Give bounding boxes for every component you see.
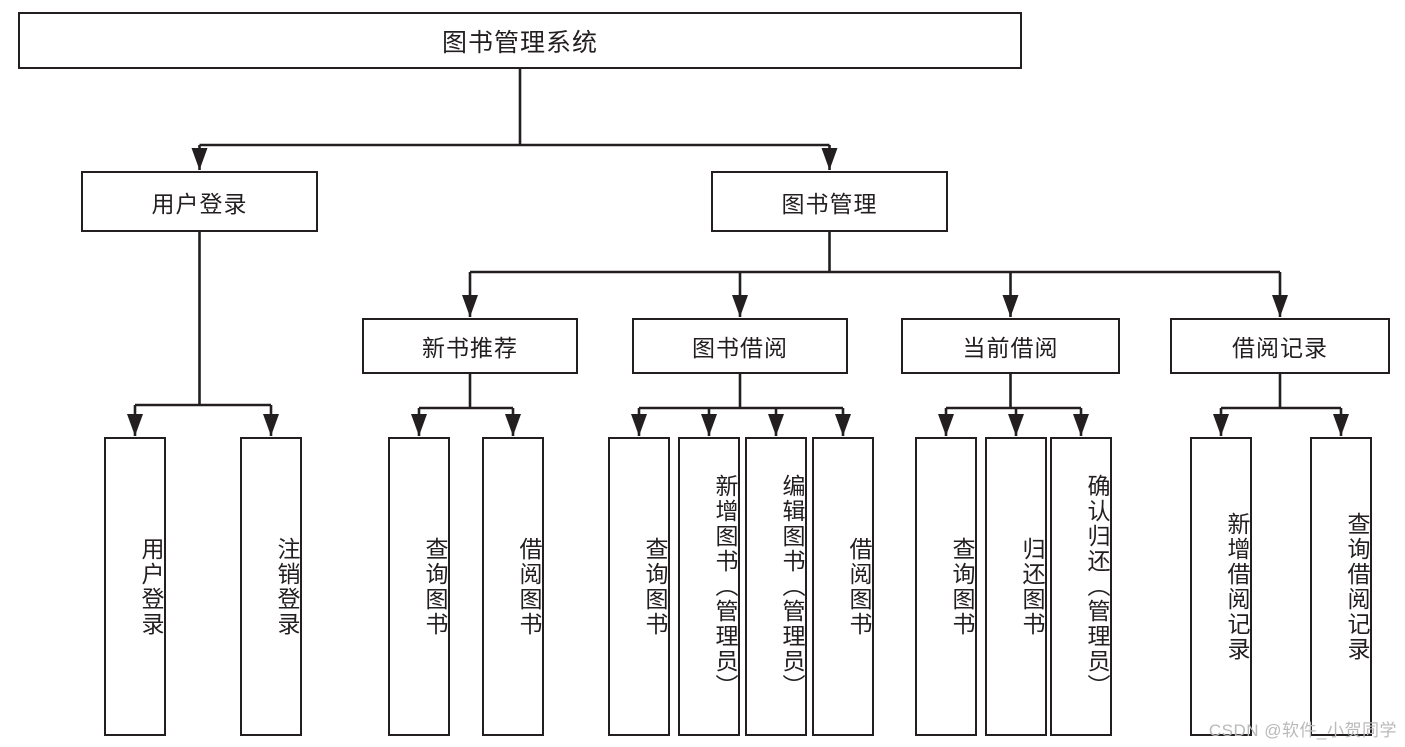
node-label: 注销登录: [274, 536, 300, 637]
node-leaf-12[interactable]: 查询借阅记录: [1310, 437, 1372, 736]
node-leaf-11[interactable]: 新增借阅记录: [1190, 437, 1252, 736]
node-label: 查询借阅记录: [1344, 511, 1370, 662]
node-label: 查询图书: [642, 536, 668, 637]
node-label: 当前借阅: [962, 335, 1059, 361]
node-level3-0[interactable]: 新书推荐: [362, 318, 578, 374]
node-label: 查询图书: [949, 536, 975, 637]
node-label: 新增借阅记录: [1224, 511, 1250, 662]
node-level3-3[interactable]: 借阅记录: [1170, 318, 1390, 374]
node-label: 新增图书（管理员）: [712, 474, 738, 699]
node-leaf-2[interactable]: 查询图书: [388, 437, 450, 736]
node-level2-1[interactable]: 图书管理: [711, 171, 948, 232]
node-leaf-5[interactable]: 新增图书（管理员）: [678, 437, 740, 736]
node-level2-0[interactable]: 用户登录: [81, 171, 318, 232]
node-leaf-1[interactable]: 注销登录: [240, 437, 302, 736]
node-label: 归还图书: [1019, 536, 1045, 637]
node-leaf-0[interactable]: 用户登录: [104, 437, 166, 736]
node-label: 图书借阅: [692, 335, 788, 361]
node-label: 用户登录: [138, 536, 164, 637]
node-leaf-8[interactable]: 查询图书: [915, 437, 977, 736]
node-label: 图书管理系统: [441, 28, 598, 57]
node-leaf-7[interactable]: 借阅图书: [812, 437, 874, 736]
node-label: 编辑图书（管理员）: [779, 474, 805, 699]
node-root-图书管理系统[interactable]: 图书管理系统: [18, 12, 1022, 69]
node-label: 图书管理: [781, 190, 878, 217]
node-label: 用户登录: [151, 190, 248, 217]
node-level3-1[interactable]: 图书借阅: [632, 318, 848, 374]
node-label: 查询图书: [422, 536, 448, 637]
node-leaf-9[interactable]: 归还图书: [985, 437, 1047, 736]
node-label: 借阅记录: [1232, 335, 1328, 361]
node-label: 新书推荐: [422, 335, 518, 361]
node-leaf-4[interactable]: 查询图书: [608, 437, 670, 736]
node-leaf-3[interactable]: 借阅图书: [482, 437, 544, 736]
node-label: 借阅图书: [846, 536, 872, 637]
node-leaf-10[interactable]: 确认归还（管理员）: [1050, 437, 1112, 736]
node-label: 确认归还（管理员）: [1084, 474, 1110, 699]
csdn-watermark: CSDN @软件_小贺同学: [1208, 721, 1397, 740]
node-label: 借阅图书: [516, 536, 542, 637]
node-level3-2[interactable]: 当前借阅: [901, 318, 1120, 374]
node-leaf-6[interactable]: 编辑图书（管理员）: [745, 437, 807, 736]
